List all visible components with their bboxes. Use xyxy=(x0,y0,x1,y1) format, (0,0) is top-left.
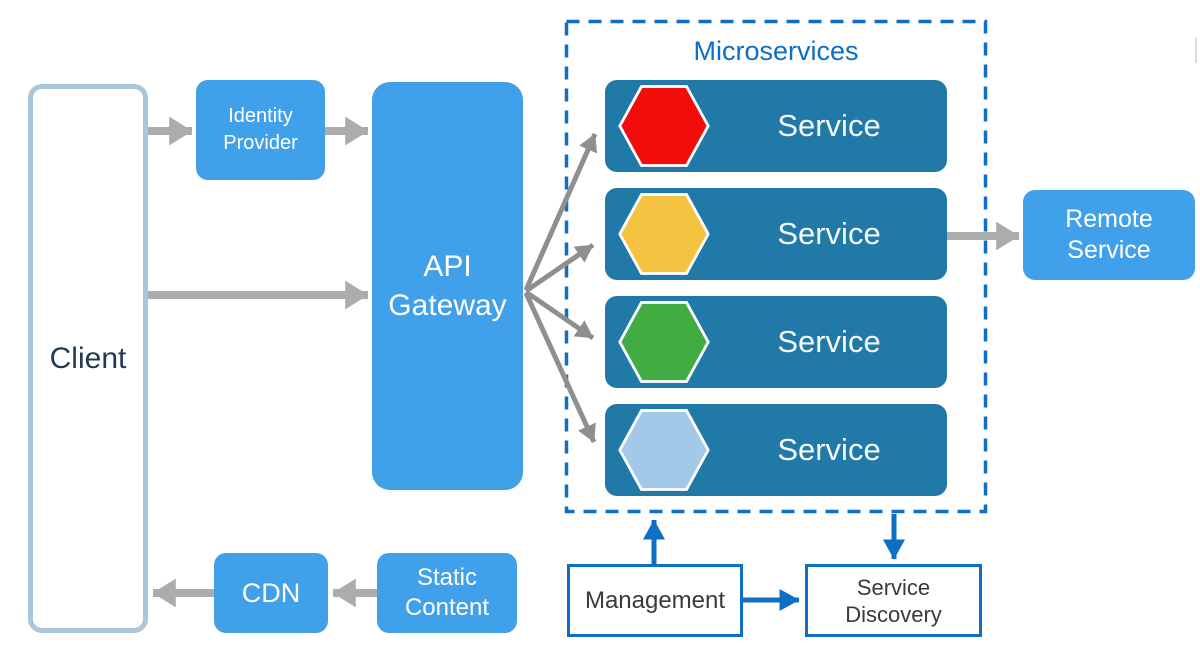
management-label: Management xyxy=(584,586,726,614)
cdn-node: CDN xyxy=(214,553,328,633)
client-label: Client xyxy=(49,341,127,375)
service-discovery-label-line2: Discovery xyxy=(845,601,942,627)
static-content-node: Static Content xyxy=(377,553,517,633)
api-gateway-label-line2: Gateway xyxy=(388,289,507,322)
identity-provider-label-line2: Provider xyxy=(223,132,298,154)
client-node: Client xyxy=(28,84,148,633)
service-label: Service xyxy=(777,324,881,359)
identity-provider-node: Identity Provider xyxy=(196,80,325,180)
microservices-container-title: Microservices xyxy=(693,36,859,66)
static-content-label-line2: Content xyxy=(404,594,490,621)
edge-artifact xyxy=(1195,38,1197,63)
api-gateway-node: API Gateway xyxy=(372,82,523,490)
microservices-container-border xyxy=(564,19,988,514)
arrow-gateway-to-service4 xyxy=(523,291,597,444)
remote-service-node: Remote Service xyxy=(1023,190,1195,280)
static-content-label-line1: Static xyxy=(416,564,478,591)
service-label: Service xyxy=(777,216,881,251)
remote-service-label-line2: Service xyxy=(1067,236,1151,264)
service-label: Service xyxy=(777,108,881,143)
hexagon-icon xyxy=(618,409,710,491)
service-discovery-label-line1: Service xyxy=(856,574,931,600)
hexagon-icon xyxy=(618,193,710,275)
arrow-gateway-to-service3 xyxy=(524,289,595,341)
management-node: Management xyxy=(567,564,743,637)
arrow-gateway-to-service2 xyxy=(524,242,595,294)
api-gateway-label-line1: API xyxy=(423,250,472,283)
identity-provider-label-line1: Identity xyxy=(228,105,293,127)
hexagon-icon xyxy=(618,85,710,167)
service-discovery-node: Service Discovery xyxy=(805,564,982,637)
service-node-1: Service xyxy=(605,80,947,172)
service-label: Service xyxy=(777,432,881,467)
service-node-4: Service xyxy=(605,404,947,496)
cdn-label: CDN xyxy=(241,577,301,608)
arrow-gateway-to-service1 xyxy=(523,132,598,292)
remote-service-label-line1: Remote xyxy=(1065,205,1153,233)
service-node-2: Service xyxy=(605,188,947,280)
hexagon-icon xyxy=(618,301,710,383)
service-node-3: Service xyxy=(605,296,947,388)
